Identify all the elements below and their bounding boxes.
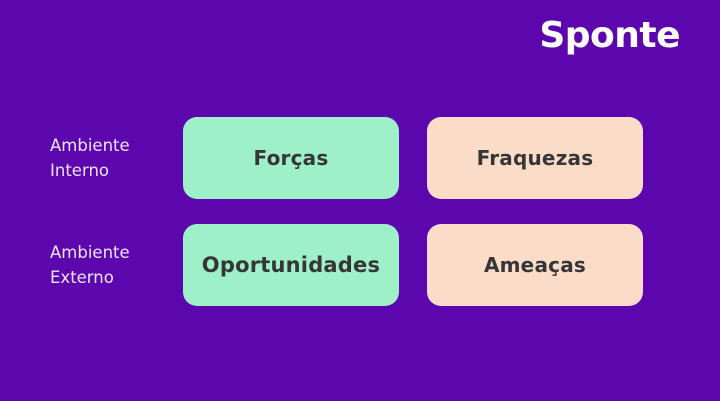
- internal-cards: Forças Fraquezas: [183, 117, 720, 199]
- card-threats[interactable]: Ameaças: [427, 224, 643, 306]
- card-strengths-label: Forças: [253, 146, 329, 170]
- card-opportunities[interactable]: Oportunidades: [183, 224, 399, 306]
- axis-label-internal: Ambiente Interno: [0, 117, 183, 199]
- axis-label-external-line2: Externo: [50, 268, 114, 287]
- card-opportunities-label: Oportunidades: [201, 253, 381, 277]
- card-weaknesses-label: Fraquezas: [476, 146, 594, 170]
- card-weaknesses[interactable]: Fraquezas: [427, 117, 643, 199]
- axis-label-external-line1: Ambiente: [50, 243, 130, 262]
- sponte-logo: Sponte: [539, 15, 680, 56]
- card-strengths[interactable]: Forças: [183, 117, 399, 199]
- axis-label-internal-line1: Ambiente: [50, 136, 130, 155]
- axis-label-external: Ambiente Externo: [0, 224, 183, 306]
- external-cards: Oportunidades Ameaças: [183, 224, 720, 306]
- card-threats-label: Ameaças: [483, 253, 587, 277]
- axis-label-internal-line2: Interno: [50, 161, 109, 180]
- swot-matrix: Ambiente Interno Forças Fraquezas Ambien…: [0, 117, 720, 306]
- matrix-row-internal: Ambiente Interno Forças Fraquezas: [0, 117, 720, 199]
- matrix-row-external: Ambiente Externo Oportunidades Ameaças: [0, 224, 720, 306]
